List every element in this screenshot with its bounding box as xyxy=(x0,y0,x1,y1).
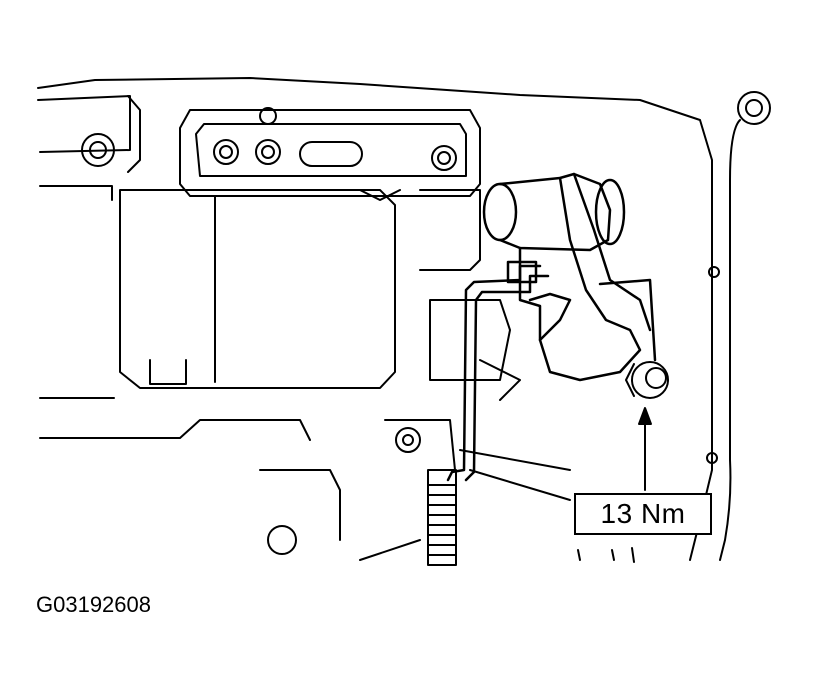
torque-arrow xyxy=(638,407,652,491)
upper-rib-structure xyxy=(179,109,481,201)
rod-spring xyxy=(427,469,457,566)
detent-lever xyxy=(482,172,657,382)
figure-id: G03192608 xyxy=(36,592,151,617)
bottom-marks xyxy=(577,547,635,563)
top-mounting-bolts xyxy=(81,91,771,464)
torque-callout: 13 Nm xyxy=(574,493,712,535)
detent-spring-bolt xyxy=(625,361,669,399)
parking-rod xyxy=(446,260,550,482)
left-chamber xyxy=(39,189,396,399)
center-plate xyxy=(419,189,571,501)
lower-left-structure xyxy=(259,419,456,561)
housing-outline xyxy=(37,77,741,561)
